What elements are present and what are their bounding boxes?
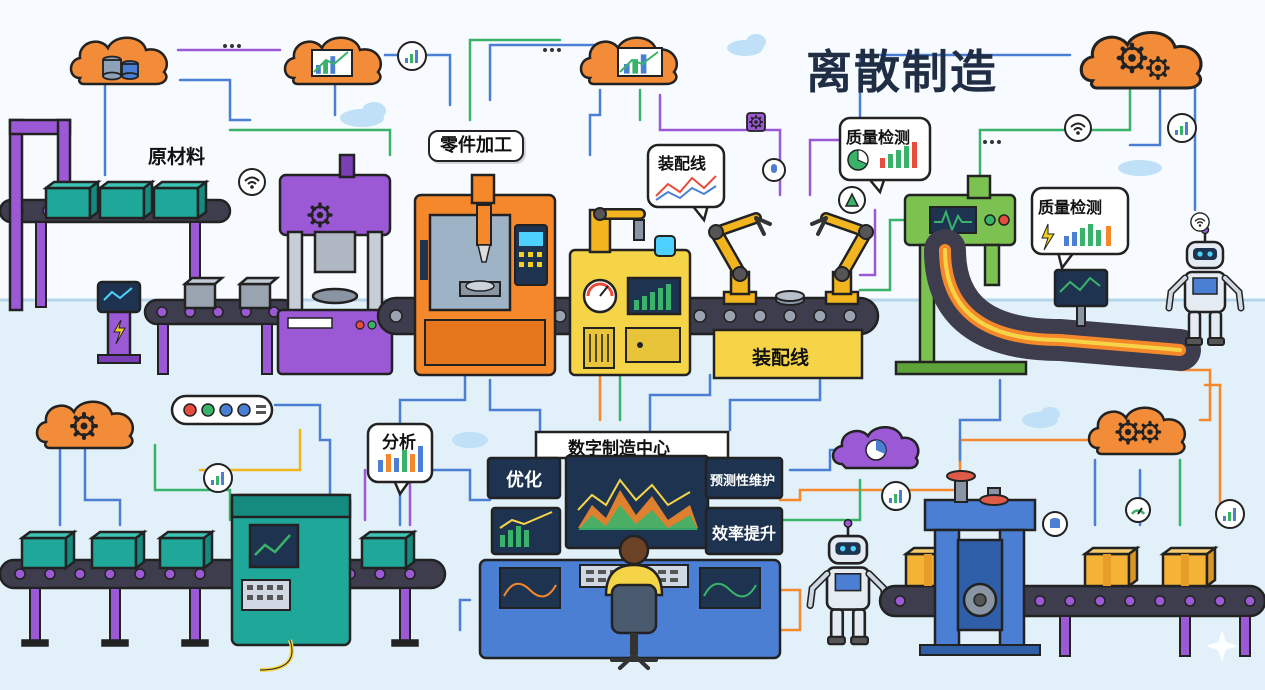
analysis-bubble — [366, 422, 434, 484]
cloud-database-icon — [69, 36, 169, 86]
robot-arm-left — [709, 218, 770, 304]
label-quality-check-right: 质量检测 — [1038, 198, 1103, 217]
label-assembly-line-bubble: 装配线 — [658, 154, 707, 173]
press-machine-blue — [919, 470, 1041, 656]
label-parts-machining: 零件加工 — [428, 130, 524, 162]
cloud-gear-icon — [1079, 30, 1203, 90]
cnc-machine — [413, 173, 557, 377]
label-raw-materials: 原材料 — [148, 146, 206, 168]
status-light-strip — [170, 394, 274, 426]
cloud-chart-icon-2 — [579, 36, 679, 86]
panel-optimize-label: 优化 — [506, 470, 542, 491]
panel-predictive-maintenance-label: 预测性维护 — [710, 474, 776, 489]
assembly-machine — [568, 235, 692, 377]
quality-machine — [894, 174, 1028, 376]
main-title: 离散制造 — [806, 45, 998, 99]
label-control-center-title: 数字制造中心 — [568, 439, 670, 459]
cloud-pie-icon — [831, 426, 920, 470]
assembly-line-sign-board — [712, 328, 864, 380]
label-quality-check-top: 质量检测 — [846, 128, 911, 147]
monitor-stand — [1053, 268, 1109, 327]
panel-efficiency-label: 效率提升 — [712, 524, 777, 543]
packing-machine — [230, 493, 352, 672]
control-kiosk — [96, 280, 142, 364]
label-assembly-line-sign: 装配线 — [752, 347, 810, 369]
cloud-chart-icon — [283, 36, 383, 86]
press-machine — [276, 153, 394, 376]
quality-check-bubble-right — [1030, 186, 1130, 256]
label-analysis: 分析 — [382, 433, 416, 453]
curved-conveyor — [924, 229, 1201, 371]
parts-conveyor — [143, 298, 297, 375]
operator — [604, 534, 664, 670]
top-robot-arm — [588, 207, 646, 254]
